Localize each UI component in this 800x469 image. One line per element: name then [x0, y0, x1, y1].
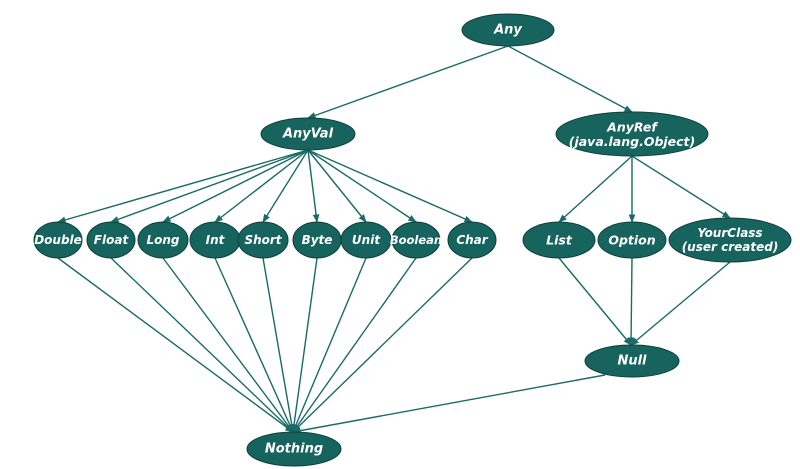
edge-anyval-to-long: [162, 149, 309, 223]
node-label-double: Double: [34, 233, 82, 247]
node-label-yourclass-line-2: (user created): [682, 240, 779, 254]
edge-null-to-nothing: [292, 374, 606, 434]
node-long: Long: [137, 221, 189, 259]
node-shape-yourclass: [668, 217, 792, 263]
node-shape-unit: [340, 221, 392, 259]
edge-anyref-to-list: [558, 155, 633, 223]
node-shape-list: [522, 221, 596, 259]
node-shape-boolean: [391, 221, 441, 259]
node-anyval: AnyVal: [260, 117, 356, 151]
node-label-list: List: [546, 233, 573, 248]
edge-char-to-nothing: [292, 257, 473, 433]
node-nothing: Nothing: [246, 431, 342, 467]
node-label-byte: Byte: [302, 233, 333, 247]
edge-short-to-nothing: [262, 257, 296, 433]
node-shape-char: [447, 221, 497, 259]
edge-any-to-anyval: [307, 45, 509, 119]
node-label-anyref-line-2: (java.lang.Object): [569, 134, 696, 149]
node-label-char: Char: [456, 233, 488, 247]
edge-anyval-to-char: [307, 149, 473, 223]
edge-anyval-to-unit: [307, 149, 367, 223]
edge-double-to-nothing: [57, 257, 294, 433]
edge-anyval-to-float: [110, 149, 309, 223]
node-shape-null: [584, 344, 680, 378]
node-label-anyval: AnyVal: [282, 127, 334, 142]
node-byte: Byte: [292, 221, 342, 259]
edge-option-to-null: [627, 257, 635, 346]
node-label-nothing: Nothing: [265, 442, 323, 457]
node-shape-anyref: [555, 111, 709, 157]
edge-int-to-nothing: [214, 257, 294, 433]
edge-any-to-anyref: [507, 45, 633, 113]
node-label-any: Any: [493, 23, 522, 38]
edge-boolean-to-nothing: [292, 257, 417, 433]
node-label-int: Int: [206, 233, 226, 247]
node-shape-anyval: [260, 117, 356, 151]
node-shape-any: [461, 13, 555, 47]
node-yourclass: YourClass(user created): [668, 217, 792, 263]
node-boolean: Boolean: [390, 221, 442, 259]
edge-anyval-to-short: [262, 149, 309, 223]
node-label-yourclass-line-1: YourClass: [697, 226, 762, 240]
node-anyref: AnyRef(java.lang.Object): [555, 111, 709, 157]
node-null: Null: [584, 344, 680, 378]
edge-list-to-null: [558, 257, 632, 346]
node-label-unit: Unit: [352, 233, 381, 247]
node-label-float: Float: [94, 233, 130, 247]
node-label-anyref-line-1: AnyRef: [606, 119, 658, 134]
node-label-null: Null: [617, 354, 647, 369]
edge-unit-to-nothing: [292, 257, 367, 433]
edge-byte-to-nothing: [290, 257, 318, 433]
node-any: Any: [461, 13, 555, 47]
node-shape-short: [237, 221, 289, 259]
node-option: Option: [597, 221, 667, 259]
edge-anyval-to-boolean: [307, 149, 417, 223]
node-shape-nothing: [246, 431, 342, 467]
node-shape-double: [33, 221, 83, 259]
edge-anyval-to-int: [214, 149, 309, 223]
node-int: Int: [189, 221, 241, 259]
edge-anyref-to-yourclass: [631, 155, 731, 219]
node-label-option: Option: [608, 233, 655, 248]
node-label-boolean: Boolean: [390, 233, 442, 247]
edge-yourclass-to-null: [630, 261, 731, 346]
node-char: Char: [447, 221, 497, 259]
edge-anyval-to-byte: [307, 149, 320, 223]
node-short: Short: [237, 221, 289, 259]
node-shape-long: [137, 221, 189, 259]
edge-anyval-to-double: [57, 149, 309, 224]
node-shape-option: [597, 221, 667, 259]
node-shape-float: [86, 221, 136, 259]
node-label-long: Long: [146, 233, 179, 247]
edge-float-to-nothing: [110, 257, 294, 433]
node-list: List: [522, 221, 596, 259]
node-label-short: Short: [244, 233, 282, 247]
node-unit: Unit: [340, 221, 392, 259]
node-double: Double: [33, 221, 83, 259]
node-float: Float: [86, 221, 136, 259]
edges-layer: [57, 45, 731, 434]
edge-long-to-nothing: [162, 257, 294, 433]
